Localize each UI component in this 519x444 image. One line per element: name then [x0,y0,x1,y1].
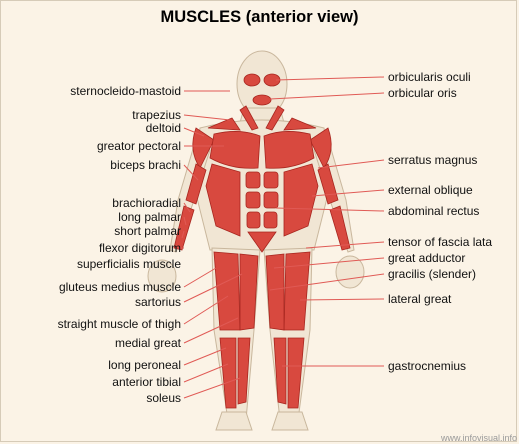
label-abdominal-rectus: abdominal rectus [388,204,479,218]
leader-orbicular-oris [270,93,384,99]
label-orbicularis-oculi: orbicularis oculi [388,70,471,84]
leader-orbicularis-oculi [276,77,384,80]
label-lateral-great: lateral great [388,292,451,306]
label-short-palmar: short palmar [114,224,181,238]
leader-lateral-great [300,299,384,300]
label-gracilis-slender: gracilis (slender) [388,267,476,281]
feet [216,412,308,430]
label-anterior-tibial: anterior tibial [112,375,181,389]
watermark: www.infovisual.info [441,433,517,443]
label-long-palmar: long palmar [118,210,181,224]
label-straight-muscle-of-thigh: straight muscle of thigh [58,317,181,331]
label-long-peroneal: long peroneal [108,358,181,372]
label-greator-pectoral: greator pectoral [97,139,181,153]
leader-trapezius [184,115,230,120]
calf-right-shape [274,338,286,404]
label-gluteus-medius-muscle: gluteus medius muscle [59,280,181,294]
label-external-oblique: external oblique [388,183,473,197]
label-great-adductor: great adductor [388,251,465,265]
label-serratus-magnus: serratus magnus [388,153,477,167]
label-tensor-of-fascia-lata: tensor of fascia lata [388,235,492,249]
label-deltoid: deltoid [146,121,181,135]
label-superficialis-muscle: superficialis muscle [77,257,181,271]
label-medial-great: medial great [115,336,181,350]
label-brachioradial: brachioradial [112,196,181,210]
leader-gluteus-medius-muscle [184,268,216,287]
label-sartorius: sartorius [135,295,181,309]
label-biceps-brachi: biceps brachi [110,158,181,172]
label-gastrocnemius: gastrocnemius [388,359,466,373]
orbicularis-oris-shape [253,95,271,105]
label-trapezius: trapezius [132,108,181,122]
label-flexor-digitorum: flexor digitorum [99,241,181,255]
label-soleus: soleus [146,391,181,405]
trapezius-right-shape [284,118,316,130]
label-sternocleido-mastoid: sternocleido-mastoid [70,84,181,98]
orbicularis-oculi-left-shape [244,74,260,86]
label-orbicular-oris: orbicular oris [388,86,457,100]
